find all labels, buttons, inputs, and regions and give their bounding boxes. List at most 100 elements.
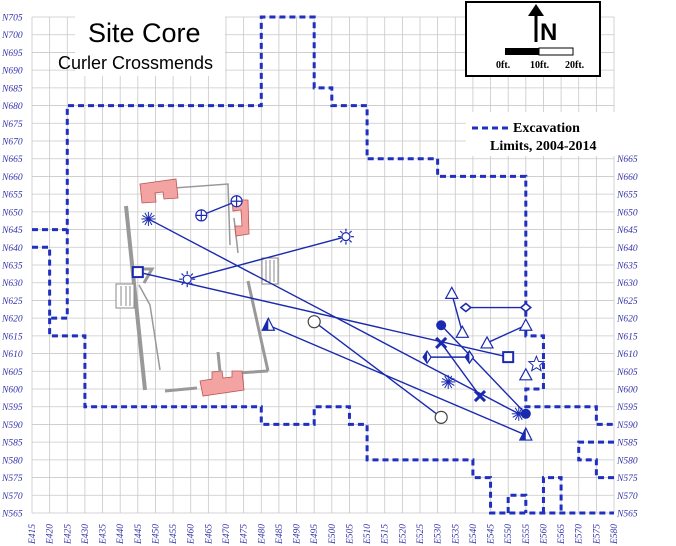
half-diamond-fill: [465, 351, 470, 364]
y-tick-label-right: N580: [616, 456, 638, 466]
x-tick-label: E445: [134, 524, 144, 545]
open-triangle-icon: [455, 325, 470, 338]
y-tick-label-left: N595: [1, 403, 23, 413]
y-tick-label-left: N700: [1, 31, 23, 41]
y-tick-label-right: N630: [616, 279, 638, 289]
foundation-interior-line: [138, 284, 161, 371]
scale-bar-black: [505, 48, 539, 55]
artifact-symbols: [131, 195, 546, 441]
starburst-icon: [441, 377, 455, 386]
x-tick-label: E565: [557, 524, 567, 545]
y-tick-label-left: N630: [1, 279, 23, 289]
half-diamond-fill: [423, 351, 428, 364]
y-tick-label-right: N655: [616, 191, 638, 201]
x-tick-label: E415: [28, 524, 38, 545]
y-tick-label-right: N595: [616, 403, 638, 413]
foundation-step-west: [141, 267, 155, 284]
y-tick-label-left: N670: [1, 138, 23, 148]
x-tick-label: E480: [257, 524, 267, 545]
legend-label-line1: Excavation: [513, 121, 580, 136]
north-arrow-icon: [528, 4, 544, 16]
y-tick-label-left: N585: [1, 439, 23, 449]
filled-circle-icon: [520, 408, 531, 419]
y-tick-label-right: N635: [616, 262, 638, 272]
open-triangle-icon: [444, 286, 459, 299]
x-tick-label: E560: [539, 524, 549, 545]
x-tick-label: E570: [575, 524, 585, 545]
y-tick-label-right: N620: [616, 315, 638, 325]
legend-background: [466, 112, 616, 156]
y-tick-label-right: N575: [616, 474, 638, 484]
x-tick-label: E435: [99, 524, 109, 545]
west-steps: [115, 283, 135, 309]
crossmend-line: [440, 324, 527, 415]
x-tick-label: E420: [46, 524, 56, 545]
x-tick-label: E460: [187, 524, 197, 545]
x-tick-label: E490: [293, 524, 303, 545]
crossmend-line: [451, 293, 464, 333]
sun-ray: [190, 273, 194, 277]
crossmend-line: [440, 342, 481, 397]
x-mark-stroke: [435, 336, 448, 350]
y-tick-label-left: N580: [1, 456, 23, 466]
x-tick-label: E525: [416, 524, 426, 545]
title-background: [75, 16, 225, 76]
filled-circle-icon: [436, 320, 447, 331]
y-tick-label-right: N615: [616, 332, 638, 342]
map-subtitle: Curler Crossmends: [58, 53, 213, 73]
y-tick-label-left: N615: [1, 332, 23, 342]
y-axis-labels-right: N665N660N655N650N645N640N635N630N625N620…: [616, 155, 638, 519]
y-tick-label-left: N590: [1, 421, 23, 431]
x-tick-label: E430: [81, 524, 91, 545]
foundation-west-wall: [124, 205, 147, 391]
scale-bar-white: [538, 47, 574, 56]
sun-ray: [181, 282, 185, 286]
sun-ray: [339, 239, 343, 243]
x-tick-label: E580: [610, 524, 620, 545]
x-tick-label: E530: [434, 524, 444, 545]
y-tick-label-right: N660: [616, 173, 638, 183]
crossmend-line: [201, 200, 237, 217]
title-block: Site Core Curler Crossmends: [58, 16, 225, 76]
y-tick-label-left: N695: [1, 49, 23, 59]
x-tick-label: E485: [275, 524, 285, 545]
y-tick-label-left: N660: [1, 173, 23, 183]
sun-ray: [349, 230, 353, 234]
sun-ray: [181, 273, 185, 277]
crossmend-line: [486, 324, 527, 344]
open-square-icon: [502, 351, 515, 364]
excavation-limit-line: [577, 440, 614, 480]
starburst-icon: [142, 215, 155, 223]
y-tick-label-left: N645: [1, 226, 23, 236]
foundation-south-wall: [164, 386, 198, 393]
map-title: Site Core: [88, 18, 201, 48]
house-foundation: [115, 178, 279, 397]
crossmend-line: [187, 235, 347, 280]
y-tick-label-left: N625: [1, 297, 23, 307]
x-tick-label: E425: [63, 524, 73, 545]
x-tick-label: E575: [592, 524, 602, 545]
northeast-hearth: [231, 199, 250, 237]
x-tick-label: E440: [116, 524, 126, 545]
open-triangle-icon: [480, 335, 495, 349]
scale-label-20: 20ft.: [565, 60, 585, 71]
sun-icon: [182, 274, 192, 284]
y-tick-label-right: N600: [616, 386, 638, 396]
y-tick-label-left: N570: [1, 492, 23, 502]
open-triangle-icon: [518, 367, 533, 381]
excavation-limits: [32, 15, 614, 515]
crossmend-lines: [137, 200, 527, 436]
excavation-limit-line: [32, 15, 614, 426]
y-tick-label-left: N605: [1, 368, 23, 378]
crossmend-line: [268, 324, 527, 436]
excavation-limit-line: [541, 476, 563, 513]
crossmend-line: [137, 271, 509, 358]
y-tick-label-right: N585: [616, 439, 638, 449]
y-tick-label-right: N640: [616, 244, 638, 254]
north-hearth: [139, 178, 179, 204]
open-triangle-icon: [518, 317, 533, 331]
x-tick-label: E535: [451, 524, 461, 545]
y-tick-label-left: N640: [1, 244, 23, 254]
y-tick-label-left: N665: [1, 155, 23, 165]
